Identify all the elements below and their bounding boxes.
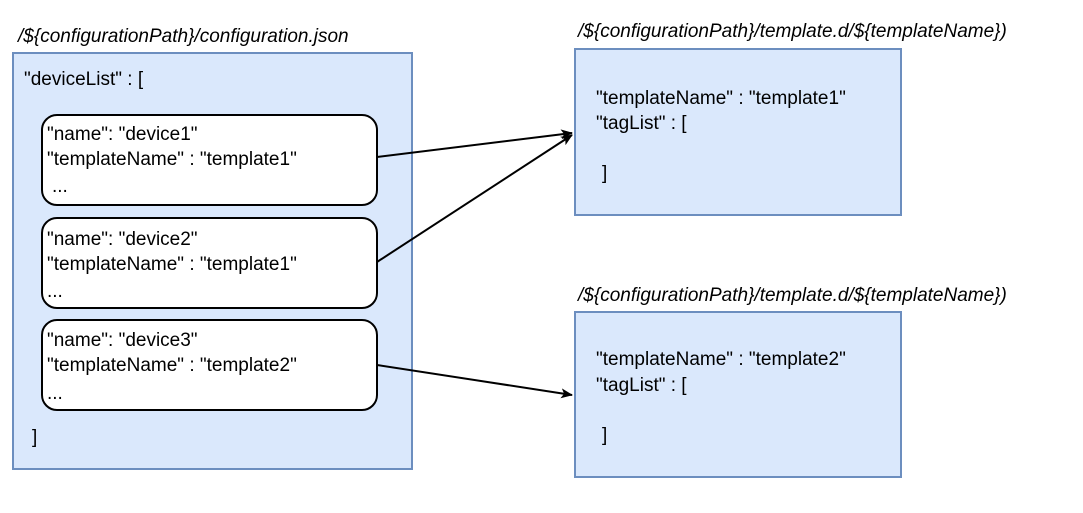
template-name-line: "templateName" : "template2" bbox=[596, 349, 846, 370]
device-template-line: "templateName" : "template1" bbox=[47, 149, 297, 170]
device-list-footer: ] bbox=[32, 427, 38, 448]
tag-list-close: ] bbox=[602, 425, 608, 446]
device-ellipsis: ... bbox=[52, 176, 68, 197]
template1-panel: "templateName" : "template1" "tagList" :… bbox=[574, 48, 902, 216]
device-template-line: "templateName" : "template2" bbox=[47, 355, 297, 376]
device-card-device3: "name": "device3" "templateName" : "temp… bbox=[41, 319, 378, 411]
configuration-file-path: /${configurationPath}/configuration.json bbox=[18, 26, 349, 47]
template2-panel: "templateName" : "template2" "tagList" :… bbox=[574, 311, 902, 478]
template1-file-path: /${configurationPath}/template.d/${templ… bbox=[578, 21, 1007, 42]
device-card-device1: "name": "device1" "templateName" : "temp… bbox=[41, 114, 378, 206]
device-card-device2: "name": "device2" "templateName" : "temp… bbox=[41, 217, 378, 309]
device-name-line: "name": "device1" bbox=[47, 124, 198, 145]
device-name-line: "name": "device3" bbox=[47, 330, 198, 351]
tag-list-close: ] bbox=[602, 163, 608, 184]
device-template-line: "templateName" : "template1" bbox=[47, 254, 297, 275]
configuration-file-panel: "deviceList" : [ "name": "device1" "temp… bbox=[12, 52, 413, 470]
template-name-line: "templateName" : "template1" bbox=[596, 88, 846, 109]
tag-list-line: "tagList" : [ bbox=[596, 113, 687, 134]
device-name-line: "name": "device2" bbox=[47, 229, 198, 250]
device-ellipsis: ... bbox=[47, 281, 63, 302]
device-ellipsis: ... bbox=[47, 383, 63, 404]
tag-list-line: "tagList" : [ bbox=[596, 375, 687, 396]
template2-file-path: /${configurationPath}/template.d/${templ… bbox=[578, 285, 1007, 306]
device-list-header: "deviceList" : [ bbox=[24, 69, 144, 90]
